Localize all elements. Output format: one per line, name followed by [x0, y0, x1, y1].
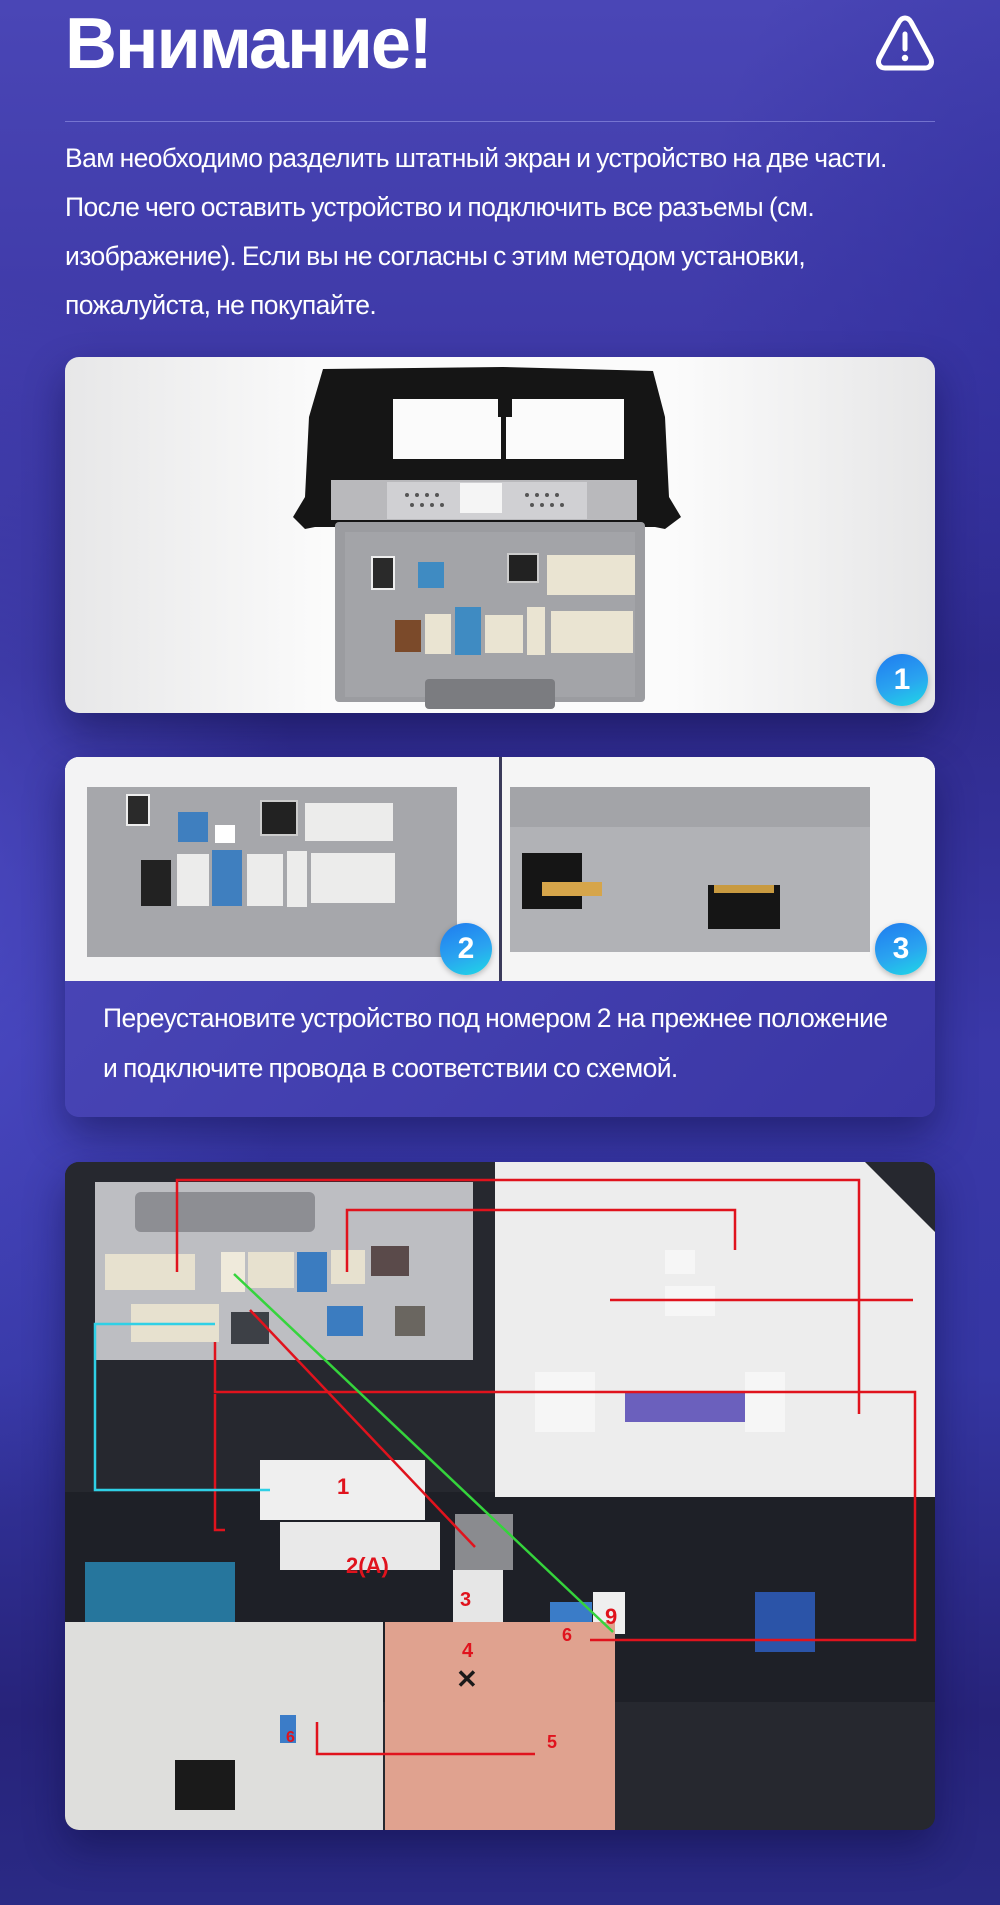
wiring-diagram-illustration [65, 1162, 935, 1830]
wiring-diagram: 1 2(A) 3 4 ✕ 9 6 5 6 [65, 1162, 935, 1830]
header-divider [65, 121, 935, 122]
step-2-image: 2 [65, 757, 499, 981]
step-badge-1: 1 [876, 654, 928, 706]
connector-label-1: 1 [337, 1474, 350, 1499]
step-2-3-card: 2 3 Переустановите устройство под номеро… [65, 757, 935, 1117]
page-header: Внимание! [65, 0, 935, 100]
intro-text: Вам необходимо разделить штатный экран и… [65, 143, 887, 320]
step-badge-3: 3 [875, 923, 927, 975]
step-2-3-images: 2 3 [65, 757, 935, 981]
connector-label-2a: 2(A) [346, 1553, 389, 1578]
warning-triangle-icon [875, 14, 935, 72]
connector-label-5: 5 [547, 1732, 558, 1752]
step-badge-2: 2 [440, 923, 492, 975]
step-3-image: 3 [502, 757, 935, 981]
connector-label-9: 9 [605, 1604, 618, 1629]
reinstall-caption: Переустановите устройство под номером 2 … [103, 1003, 888, 1083]
connector-label-3: 3 [460, 1589, 472, 1611]
step-1-image-card: 1 [65, 357, 935, 713]
image-separator [499, 757, 502, 981]
disabled-mark-icon: ✕ [456, 1664, 478, 1694]
head-unit-illustration [293, 367, 681, 709]
page-title: Внимание! [65, 4, 433, 84]
connector-label-4: 4 [462, 1640, 474, 1662]
connector-label-6: 6 [562, 1625, 573, 1645]
connector-label-6-adapter: 6 [286, 1729, 295, 1746]
